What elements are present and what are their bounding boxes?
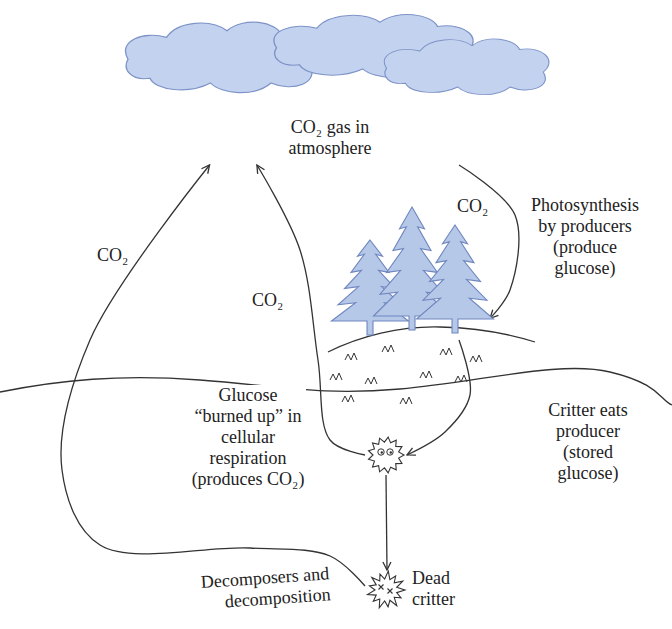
grass-stroke <box>470 355 482 362</box>
critter-eye <box>387 449 393 455</box>
process-note: Decomposers and decomposition <box>189 563 332 615</box>
grass-stroke <box>420 371 432 378</box>
cloud-blob <box>384 39 549 95</box>
dead-critter: Dead critter <box>365 570 409 610</box>
flow-label: CO₂ <box>455 196 490 217</box>
tree <box>417 225 494 333</box>
critter-x-eye <box>379 585 384 590</box>
grass-stroke <box>342 395 354 402</box>
node-label: Dead critter <box>412 568 474 610</box>
flow-label: CO₂ <box>95 245 130 266</box>
grass-stroke <box>330 373 342 380</box>
hill-line <box>328 327 535 352</box>
flow-arrow <box>407 340 470 455</box>
node-label: Photosynthesis by producers (produce glu… <box>525 195 645 279</box>
grass-stroke <box>382 345 394 352</box>
grass-marks <box>330 345 482 404</box>
grass-stroke <box>365 377 377 384</box>
critter-pupil <box>390 451 392 453</box>
critter-outline <box>365 435 407 475</box>
dead-critter-outline <box>365 570 409 610</box>
dead-critter-body <box>368 571 405 608</box>
grass-stroke <box>400 397 412 404</box>
critter-x-eye <box>388 589 393 594</box>
grass-stroke <box>440 348 452 355</box>
critter-body <box>369 437 404 473</box>
flow-arrow <box>61 165 365 586</box>
critter-eye <box>378 449 384 455</box>
process-note: Glucose “burned up” in cellular respirat… <box>190 385 306 490</box>
flow-arrow <box>386 475 387 570</box>
grass-stroke <box>345 353 357 360</box>
node-label: CO₂ gas in atmosphere <box>274 117 386 159</box>
flow-label: CO₂ <box>250 290 285 311</box>
critter: Critter eats producer (stored glucose) <box>365 435 407 475</box>
node-label: Critter eats producer (stored glucose) <box>548 400 628 484</box>
critter-pupil <box>381 451 383 453</box>
grass-stroke <box>455 375 467 382</box>
atmosphere-cloud: CO₂ gas in atmosphere <box>115 5 545 165</box>
